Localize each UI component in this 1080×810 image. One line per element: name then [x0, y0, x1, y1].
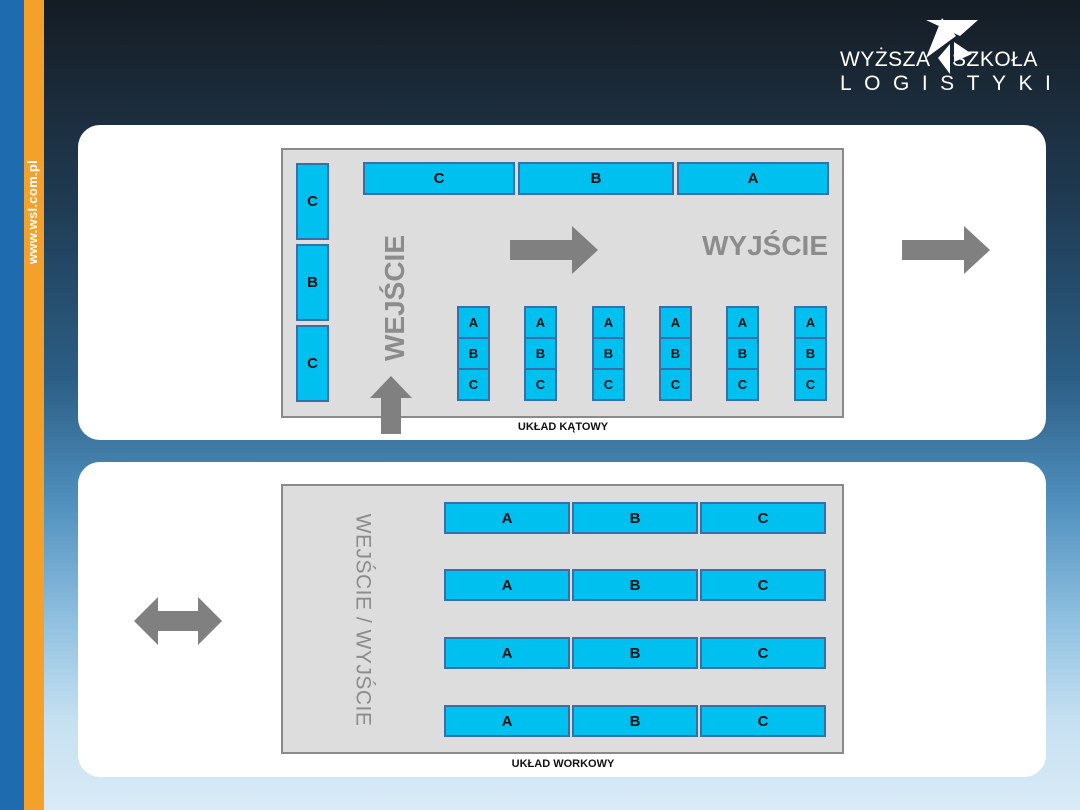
row-bin: C: [700, 502, 826, 534]
row-bin: A: [444, 705, 570, 737]
exit-label: WYJŚCIE: [701, 230, 829, 261]
row-bin: C: [700, 705, 826, 737]
stack-bin: C: [726, 368, 759, 401]
entry-exit-label: WEJŚCIE / WYJŚCIE: [351, 513, 374, 727]
arrow-right-icon: [902, 226, 990, 274]
arrow-up-icon: [370, 376, 412, 434]
arrow-right-icon: [510, 226, 598, 274]
top-row-bin: A: [677, 162, 829, 195]
stack-bin: C: [794, 368, 827, 401]
left-column-bin: B: [296, 244, 329, 321]
stack-bin: B: [726, 337, 759, 370]
corner-layout-caption: UKŁAD KĄTOWY: [517, 421, 609, 433]
row-bin: C: [700, 569, 826, 601]
stack-bin: B: [659, 337, 692, 370]
row-bin: B: [572, 569, 698, 601]
logo-word-logistyki: LOGISTYKI: [840, 72, 1064, 95]
side-stripe-orange: [24, 0, 44, 810]
logo-word-wyzsza: WYŻSZA: [840, 48, 931, 71]
logo-mark-icon: [926, 18, 978, 74]
logo-word-szkola: SZKOŁA: [952, 48, 1038, 71]
stack-bin: C: [592, 368, 625, 401]
stack-bin: A: [726, 306, 759, 339]
stack-bin: C: [524, 368, 557, 401]
stack-bin: A: [457, 306, 490, 339]
row-bin: B: [572, 502, 698, 534]
row-bin: A: [444, 569, 570, 601]
website-url: www.wsl.com.pl: [25, 160, 40, 265]
row-bin: B: [572, 637, 698, 669]
row-bin: C: [700, 637, 826, 669]
stack-bin: A: [592, 306, 625, 339]
row-bin: B: [572, 705, 698, 737]
stack-bin: B: [524, 337, 557, 370]
double-arrow-icon: [134, 597, 222, 645]
left-column-bin: C: [296, 325, 329, 402]
stack-bin: A: [524, 306, 557, 339]
top-row-bin: B: [518, 162, 674, 195]
stack-bin: C: [457, 368, 490, 401]
bag-layout-caption: UKŁAD WORKOWY: [511, 758, 615, 770]
logo: WYŻSZA SZKOŁA LOGISTYKI: [835, 18, 1055, 98]
stack-bin: C: [659, 368, 692, 401]
stack-bin: B: [592, 337, 625, 370]
stack-bin: B: [457, 337, 490, 370]
row-bin: A: [444, 637, 570, 669]
left-column-bin: C: [296, 163, 329, 240]
stack-bin: A: [794, 306, 827, 339]
stack-bin: B: [794, 337, 827, 370]
top-row-bin: C: [363, 162, 515, 195]
stack-bin: A: [659, 306, 692, 339]
entry-label: WEJŚCIE: [379, 234, 410, 361]
side-stripe-blue: [0, 0, 24, 810]
row-bin: A: [444, 502, 570, 534]
